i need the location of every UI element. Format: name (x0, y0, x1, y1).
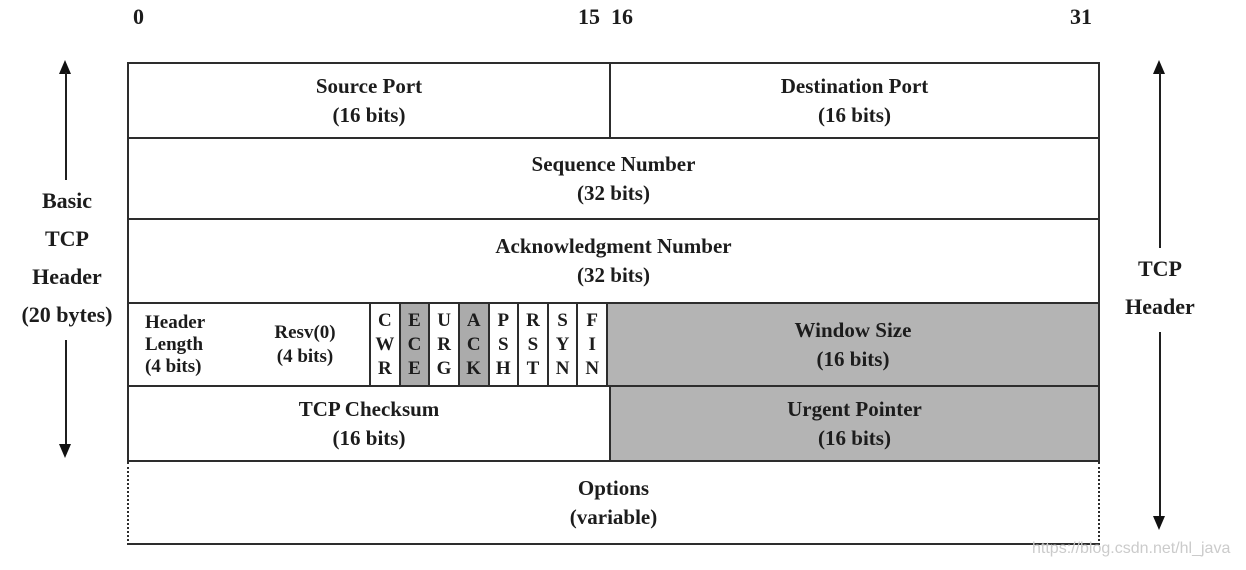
table-row-checksum: TCP Checksum (16 bits) Urgent Pointer (1… (129, 387, 1098, 460)
left-label-line: Basic (41, 188, 93, 213)
right-label-line: Header (1125, 294, 1195, 319)
field-name: Length (145, 333, 204, 355)
table-row-acknowledgment: Acknowledgment Number (32 bits) (129, 220, 1098, 304)
table-row-ports: Source Port (16 bits) Destination Port (… (129, 64, 1098, 139)
tcp-header-label: TCP Header (1102, 250, 1218, 326)
flag-letter: S (498, 333, 509, 355)
field-name: Urgent Pointer (787, 396, 922, 421)
field-bits: (16 bits) (818, 102, 891, 127)
flag-letter: P (497, 309, 510, 331)
field-name: Destination Port (780, 73, 929, 98)
right-arrow-line (1159, 332, 1161, 516)
field-name: Header (145, 311, 206, 333)
flag-letter: U (437, 309, 451, 331)
field-name: TCP Checksum (298, 396, 440, 421)
flag-ece-cell: E C E (400, 304, 431, 385)
flag-fin-cell: F I N (578, 304, 608, 385)
field-name: Source Port (315, 73, 423, 98)
flag-letter: C (466, 333, 481, 355)
flag-letter: R (377, 357, 392, 379)
watermark-text: https://blog.csdn.net/hl_java (1032, 540, 1231, 557)
flag-syn-cell: S Y N (548, 304, 579, 385)
left-arrow-line (65, 340, 67, 444)
urgent-pointer-cell: Urgent Pointer (16 bits) (611, 387, 1098, 460)
flag-letter: Y (555, 333, 570, 355)
basic-tcp-header-label: Basic TCP Header (20 bytes) (2, 182, 132, 334)
flag-letter: E (408, 309, 421, 331)
flag-letter: N (555, 357, 570, 379)
flag-letter: C (377, 309, 392, 331)
field-bits: (4 bits) (276, 345, 334, 367)
bit-label-31: 31 (1070, 4, 1092, 29)
acknowledgment-number-cell: Acknowledgment Number (32 bits) (129, 220, 1098, 302)
field-bits: (16 bits) (332, 425, 406, 450)
bit-label-15: 15 (578, 4, 600, 29)
destination-port-cell: Destination Port (16 bits) (611, 64, 1098, 137)
flag-cwr-cell: C W R (371, 304, 401, 385)
tcp-header-table: Source Port (16 bits) Destination Port (… (127, 62, 1100, 462)
right-label-line: TCP (1138, 256, 1182, 281)
right-arrow-line (1159, 72, 1161, 248)
field-bits: (variable) (569, 504, 658, 529)
flag-letter: E (408, 357, 421, 379)
field-bits: (32 bits) (577, 180, 650, 205)
flag-letter: W (375, 333, 395, 355)
flag-letter: T (526, 357, 540, 379)
flag-rst-cell: R S T (519, 304, 549, 385)
right-arrow-down-icon (1153, 516, 1165, 530)
field-bits: (32 bits) (577, 263, 650, 287)
source-port-cell: Source Port (16 bits) (129, 64, 611, 137)
flag-urg-cell: U R G (430, 304, 460, 385)
flag-letter: S (557, 309, 568, 331)
flag-letter: R (526, 309, 540, 331)
field-name: Options (577, 475, 650, 500)
left-label-line: Header (32, 264, 102, 289)
flag-letter: N (585, 357, 600, 379)
right-arrow-up-icon (1153, 60, 1165, 74)
left-label-line: (20 bytes) (21, 302, 113, 327)
flag-letter: K (466, 357, 482, 379)
flag-letter: I (588, 333, 596, 355)
left-arrow-down-icon (59, 444, 71, 458)
field-name: Acknowledgment Number (495, 234, 732, 258)
table-row-flags: Header Length (4 bits) Resv(0) (4 bits) … (129, 304, 1098, 387)
field-bits: (16 bits) (816, 346, 890, 371)
field-bits: (4 bits) (145, 355, 202, 377)
field-name: Sequence Number (531, 151, 696, 176)
field-bits: (16 bits) (818, 425, 891, 450)
flag-psh-cell: P S H (489, 304, 520, 385)
field-name: Resv(0) (274, 321, 336, 343)
tcp-checksum-cell: TCP Checksum (16 bits) (129, 387, 611, 460)
flag-letter: H (495, 357, 511, 379)
flag-ack-cell: A C K (459, 304, 490, 385)
field-name: Window Size (794, 317, 912, 342)
bit-label-0: 0 (133, 4, 144, 29)
left-arrow-line (65, 72, 67, 180)
flag-letter: G (436, 357, 452, 379)
table-row-sequence: Sequence Number (32 bits) (129, 139, 1098, 220)
flag-letter: A (466, 309, 481, 331)
bit-label-16: 16 (611, 4, 633, 29)
field-bits: (16 bits) (332, 102, 406, 127)
window-size-cell: Window Size (16 bits) (608, 304, 1098, 385)
flag-bits-group: C W R E C E U R G A C K (371, 304, 608, 385)
header-length-resv-cell: Header Length (4 bits) Resv(0) (4 bits) (129, 304, 371, 385)
left-label-line: TCP (45, 226, 89, 251)
sequence-number-cell: Sequence Number (32 bits) (129, 139, 1098, 218)
left-arrow-up-icon (59, 60, 71, 74)
flag-letter: S (527, 333, 539, 355)
flag-letter: C (407, 333, 422, 355)
reserved-label: Resv(0) (4 bits) (241, 321, 369, 369)
flag-letter: F (586, 309, 598, 331)
options-cell: Options (variable) (127, 462, 1100, 545)
header-length-label: Header Length (4 bits) (129, 312, 241, 378)
flag-letter: R (437, 333, 451, 355)
